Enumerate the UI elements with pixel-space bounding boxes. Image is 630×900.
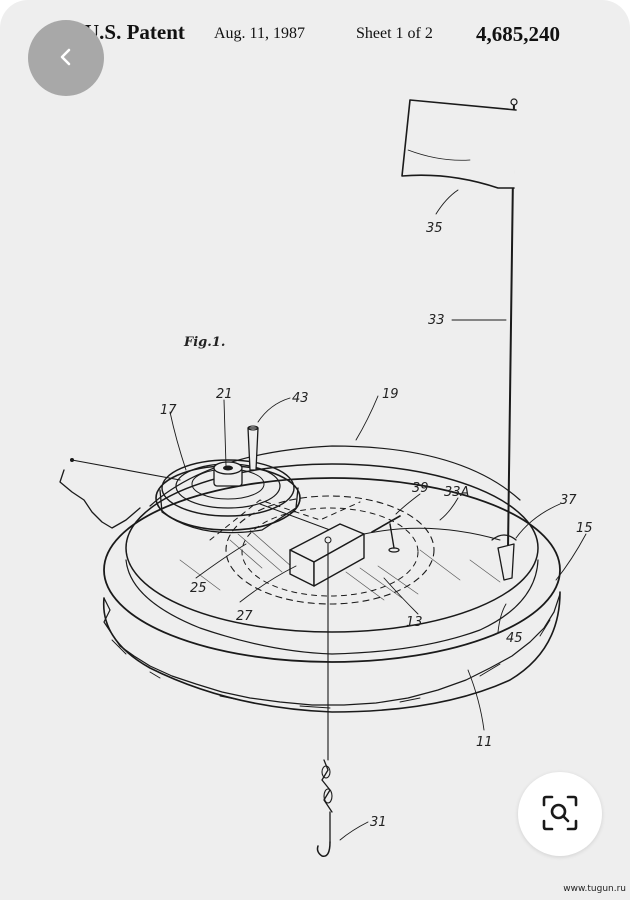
figure-title: Fig.1. (183, 335, 225, 350)
patent-office-label: U.S. Patent (84, 20, 185, 44)
ref-label-17: 17 (160, 403, 177, 418)
ref-label-33: 33 (428, 313, 445, 328)
reel-handle (247, 427, 259, 471)
base-skirt-wavy-edge (103, 593, 561, 706)
ice-edge-left (59, 469, 141, 529)
ref-label-11: 11 (476, 735, 493, 750)
chevron-left-icon (55, 46, 77, 71)
ref-label-25: 25 (190, 581, 207, 596)
swivel-and-hook (316, 759, 333, 857)
flag-mount (497, 543, 515, 581)
ref-label-31: 31 (370, 815, 387, 830)
ref-label-27: 27 (236, 609, 253, 624)
visual-search-button[interactable] (518, 772, 602, 856)
back-button[interactable] (28, 20, 104, 96)
ref-label-33a: 33A (444, 485, 469, 500)
sheet-count: Sheet 1 of 2 (356, 25, 433, 42)
ref-label-39: 39 (412, 481, 429, 496)
ref-label-37: 37 (560, 493, 577, 508)
base-skirt (102, 591, 561, 713)
hole-outline (225, 495, 435, 605)
fishing-line-left (71, 459, 181, 481)
ref-label-45: 45 (506, 631, 523, 646)
patent-date: Aug. 11, 1987 (214, 25, 305, 42)
line-33a (363, 527, 501, 541)
ref-label-35: 35 (426, 221, 443, 236)
reel-spool (155, 459, 301, 534)
ref-label-13: 13 (406, 615, 423, 630)
patent-header: U.S. Patent Aug. 11, 1987 Sheet 1 of 2 4… (0, 18, 630, 54)
ref-label-21: 21 (216, 387, 233, 402)
trigger-arm (371, 515, 401, 533)
ref-label-43: 43 (292, 391, 309, 406)
visual-search-icon (540, 793, 580, 836)
patent-number: 4,685,240 (476, 22, 560, 46)
leader-lines (169, 189, 587, 841)
disc-rim (103, 477, 561, 663)
watermark: www.tugun.ru (563, 884, 626, 894)
disc-rear-rim (149, 445, 521, 507)
trip-block (289, 523, 365, 587)
ref-label-19: 19 (382, 387, 399, 402)
ref-label-15: 15 (576, 521, 593, 536)
disc-top (125, 463, 539, 633)
flag (401, 99, 517, 189)
